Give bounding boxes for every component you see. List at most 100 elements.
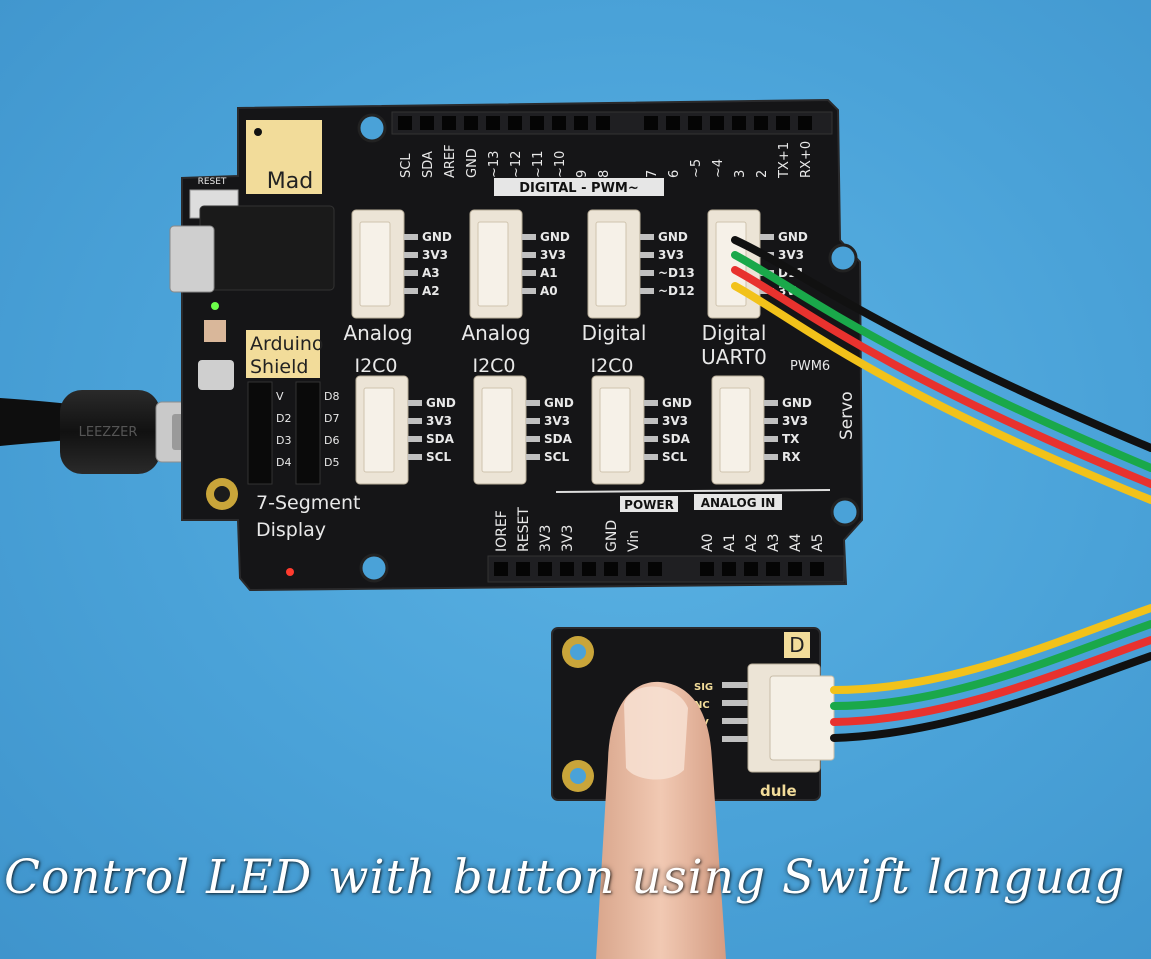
power-label: POWER [624,498,674,512]
finger [596,681,726,959]
connector-pin-label: A3 [422,266,440,280]
bottom-pin-label: A2 [744,534,760,552]
analog-in-label: ANALOG IN [701,496,776,510]
connector-label: I2C0 [472,355,515,377]
micro-usb-port [169,225,215,293]
lower-wire-bundle [830,604,1151,742]
shield-label-line2: Shield [250,356,308,378]
connector-pin-label: SDA [544,432,573,446]
connector-pin-label: GND [662,396,692,410]
top-pin-label: SDA [421,151,436,178]
connector-pin-label: 3V3 [782,414,808,428]
top-pin-label: GND [465,148,480,178]
bottom-pin-label: A0 [700,534,716,552]
top-pin-label: ~4 [711,159,726,178]
shield-badge [246,330,320,378]
connector-pin-label: SCL [544,450,569,464]
bottom-pin-label: RESET [516,507,532,552]
connector-pin-label: GND [778,230,808,244]
connector-label: I2C0 [590,355,633,377]
fingernail [624,686,688,780]
top-pin-label: ~13 [487,151,502,178]
servo-label: Servo [837,391,857,440]
connector-pin-label: SCL [426,450,451,464]
connector-pin-label: A2 [422,284,440,298]
connector-label: UART0 [701,345,767,369]
connector-label: Digital [702,321,767,345]
top-pin-label: 9 [575,170,590,178]
connector-pin-label: GND [422,230,452,244]
bottom-pin-label: GND [604,520,620,552]
bottom-pin-label: 3V3 [560,525,576,552]
cable-brand: LEEZZER [79,425,138,440]
top-pin-label: ~5 [689,159,704,178]
seg-pin-label: V [276,390,284,403]
seg-pin-label: D3 [276,434,291,447]
bottom-pin-label: IOREF [494,510,510,552]
brand-label: Mad [267,169,313,194]
connector-pin-label: SDA [426,432,455,446]
seg-label-line1: 7-Segment [256,492,360,514]
connector-label: Analog [461,321,530,345]
bottom-pin-label: A5 [810,534,826,552]
top-pin-label: TX+1 [777,142,792,179]
connector-pin-label: 3V3 [544,414,570,428]
seg-pin-label: D2 [276,412,291,425]
connector-pin-label: SDA [662,432,691,446]
connector-pin-label: A0 [540,284,558,298]
top-pin-label: ~12 [509,151,524,178]
top-pin-label: RX+0 [799,141,814,178]
status-led [286,568,294,576]
top-pin-label: ~11 [531,151,546,178]
connector-pin-label: RX [782,450,801,464]
seg-pin-label: D4 [276,456,291,469]
seg-pin-label: D6 [324,434,339,447]
upper-wire-bundle [731,236,1151,504]
top-pin-label: 2 [755,170,770,178]
top-pin-label: 3 [733,170,748,178]
connector-pin-label: 3V3 [662,414,688,428]
digital-pwm-label: DIGITAL - PWM~ [519,181,638,196]
video-caption: Control LED with button using Swift lang… [4,850,1126,905]
connector-pin-label: ~D12 [658,284,695,298]
pwm6-label: PWM6 [790,359,830,374]
connector-pin-label: SCL [662,450,687,464]
seg-label-line2: Display [256,519,326,541]
seg-pin-label: D5 [324,456,339,469]
grove-connectors: GND3V3A3A2AnalogGND3V3A1A0AnalogGND3V3~D… [343,209,812,485]
connector-pin-label: 3V3 [422,248,448,262]
connector-label: I2C0 [354,355,397,377]
connector-pin-label: 3V3 [540,248,566,262]
connector-label: Analog [343,321,412,345]
module-corner-label: D [789,633,804,657]
top-pin-label: 8 [597,170,612,178]
top-pin-label: SCL [399,153,414,178]
connector-pin-label: GND [658,230,688,244]
reset-label: RESET [198,177,227,187]
bottom-pin-label: A4 [788,533,804,552]
bottom-pin-label: A1 [722,534,738,552]
bottom-pin-label: 3V3 [538,525,554,552]
connector-pin-label: TX [782,432,800,446]
connector-label: Digital [582,321,647,345]
shield-label-line1: Arduino [250,333,324,355]
digital-pwm-badge [494,178,664,196]
connector-pin-label: 3V3 [426,414,452,428]
module-name-fragment: dule [760,782,797,800]
connector-pin-label: GND [544,396,574,410]
connector-pin-label: GND [426,396,456,410]
top-pin-label: 6 [667,170,682,178]
seg-pin-label: D7 [324,412,339,425]
